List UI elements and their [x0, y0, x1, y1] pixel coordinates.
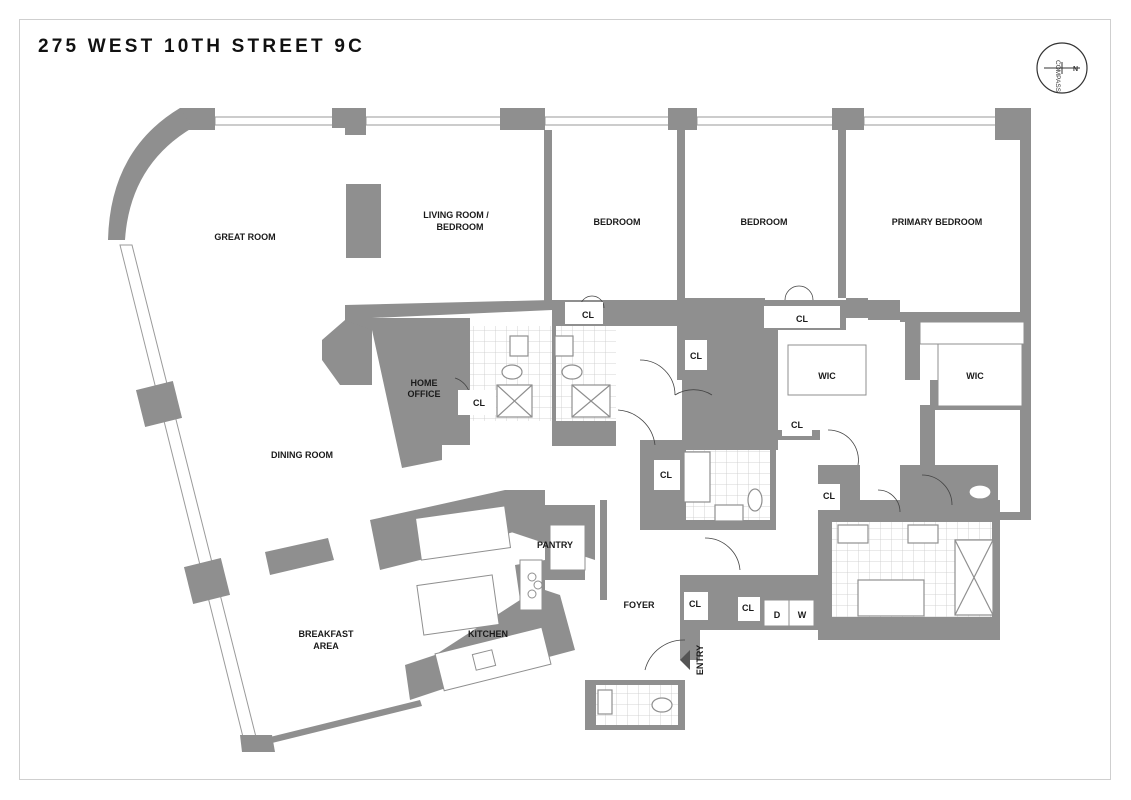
label-bedroom-2: BEDROOM — [741, 217, 788, 227]
label-foyer: FOYER — [623, 600, 655, 610]
label-home-office-2: OFFICE — [408, 389, 441, 399]
label-dryer: D — [774, 610, 781, 620]
compass-north: N — [1073, 66, 1078, 73]
plan-frame — [19, 19, 1111, 780]
label-primary-bedroom: PRIMARY BEDROOM — [892, 217, 983, 227]
window-strip-left — [119, 244, 422, 752]
label-living-room-1: LIVING ROOM / — [423, 210, 489, 220]
entry-arrow-icon — [680, 650, 690, 670]
label-closet-8: CL — [689, 599, 701, 609]
label-bedroom-1: BEDROOM — [594, 217, 641, 227]
curved-wall — [108, 108, 192, 240]
label-living-room-2: BEDROOM — [437, 222, 484, 232]
label-closet-4: CL — [473, 398, 485, 408]
label-closet-7: CL — [823, 491, 835, 501]
label-closet-2: CL — [796, 314, 808, 324]
label-wic-1: WIC — [818, 371, 836, 381]
compass-label: COMPASS — [1054, 60, 1061, 93]
label-pantry: PANTRY — [537, 540, 573, 550]
label-closet-1: CL — [582, 310, 594, 320]
label-breakfast-1: BREAKFAST — [298, 629, 354, 639]
label-closet-9: CL — [742, 603, 754, 613]
label-great-room: GREAT ROOM — [214, 232, 275, 242]
page-title: 275 WEST 10TH STREET 9C — [38, 36, 366, 57]
dining-partition — [265, 538, 334, 575]
label-wic-2: WIC — [966, 371, 984, 381]
label-home-office-1: HOME — [411, 378, 438, 388]
label-washer: W — [798, 610, 807, 620]
label-dining-room: DINING ROOM — [271, 450, 333, 460]
label-entry: ENTRY — [695, 645, 705, 675]
label-breakfast-2: AREA — [313, 641, 339, 651]
label-closet-6: CL — [660, 470, 672, 480]
label-kitchen: KITCHEN — [468, 629, 508, 639]
bath-fixtures — [496, 335, 994, 715]
kitchen-fixtures — [414, 505, 586, 692]
label-closet-5: CL — [791, 420, 803, 430]
closet-labels: CL CL CL CL CL CL CL CL CL D W — [458, 302, 840, 621]
partition-block — [346, 184, 381, 258]
wic-fixtures — [763, 321, 1025, 627]
label-closet-3: CL — [690, 351, 702, 361]
compass-icon: COMPASS N — [1036, 42, 1088, 94]
